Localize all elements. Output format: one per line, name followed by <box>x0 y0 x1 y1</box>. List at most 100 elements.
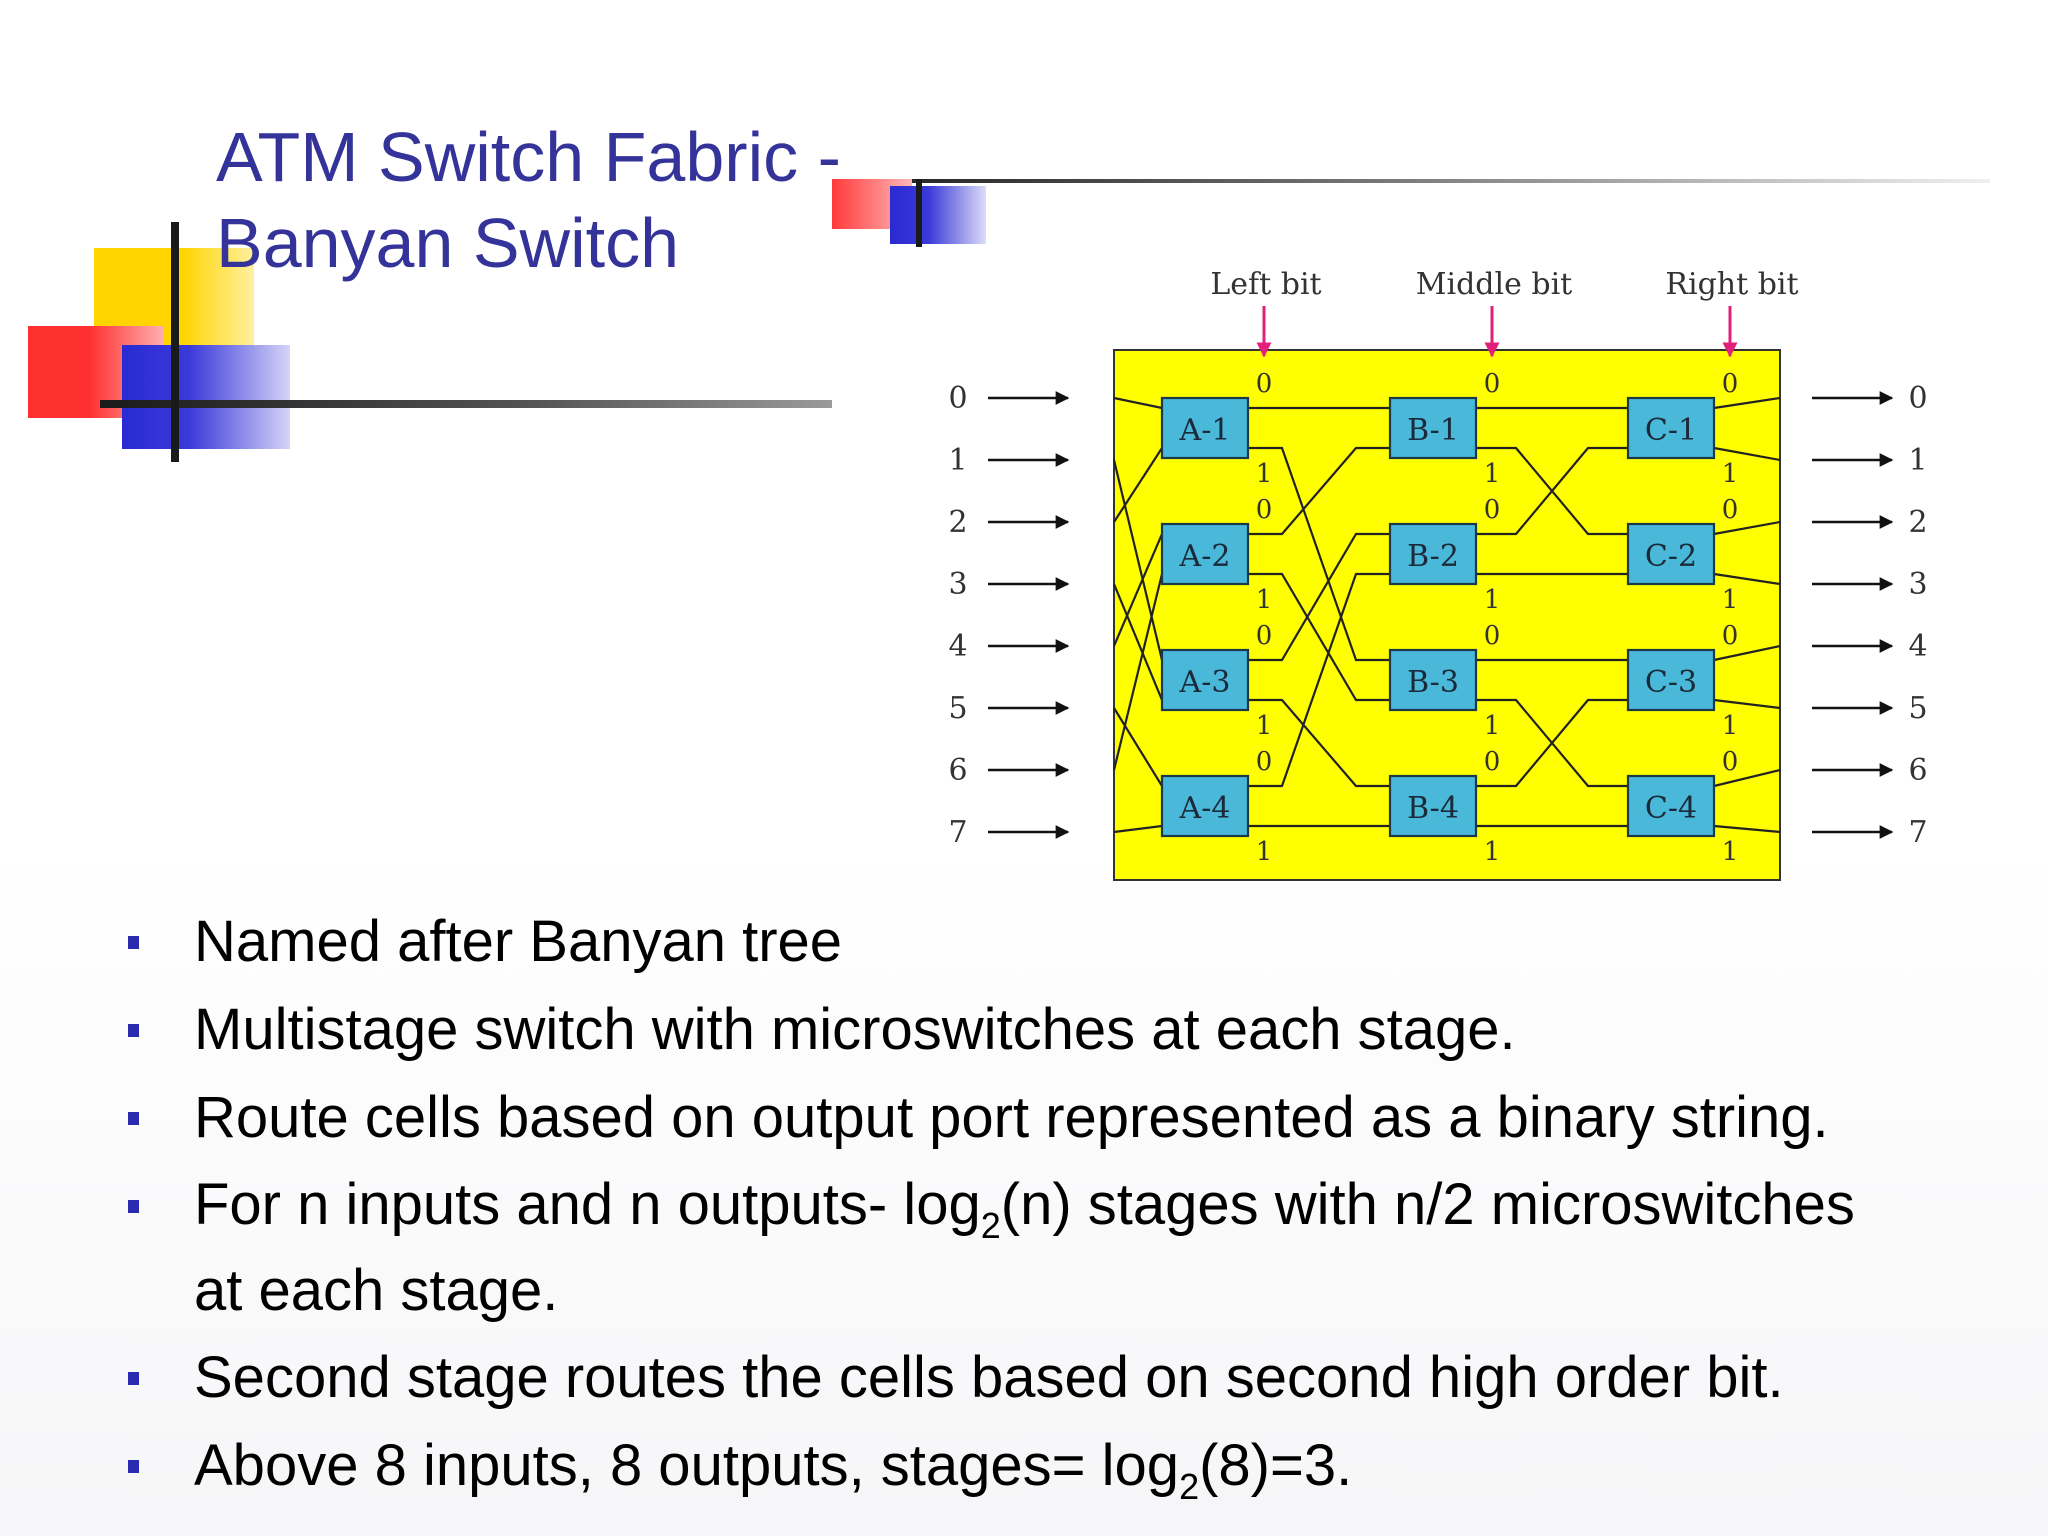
bullet-marker <box>128 1372 139 1385</box>
connection-line <box>1113 707 1163 787</box>
microswitch-label: A-3 <box>1179 665 1231 700</box>
microswitch-box <box>1160 396 1250 460</box>
microswitch-label: B-3 <box>1407 665 1459 700</box>
microswitch-box <box>1626 396 1716 460</box>
microswitch-box <box>1388 648 1478 712</box>
port-label-1: 1 <box>1484 585 1501 615</box>
input-port-label: 6 <box>948 753 967 788</box>
microswitch-box <box>1388 774 1478 838</box>
output-port-label: 6 <box>1908 753 1927 788</box>
bullet-text-part: (8)=3. <box>1199 1433 1353 1498</box>
connection-line <box>1112 533 1164 647</box>
microswitch-label: C-2 <box>1645 539 1697 574</box>
bullet-marker <box>128 1024 139 1037</box>
connection-line <box>1713 644 1781 662</box>
bit-header: Middle bit <box>1416 267 1572 302</box>
bullet-item: Multistage switch with microswitches at … <box>126 986 2026 1074</box>
output-port-label: 0 <box>1908 381 1927 416</box>
banyan-switch-diagram: A-101A-201A-301A-401B-101B-201B-301B-401… <box>948 267 1928 881</box>
input-port-label: 4 <box>948 629 967 664</box>
slide-title: ATM Switch Fabric - Banyan Switch <box>216 114 841 286</box>
subscript: 2 <box>980 1205 1001 1246</box>
port-label-0: 0 <box>1256 495 1273 525</box>
port-label-0: 0 <box>1722 747 1739 777</box>
connection-line <box>1713 698 1781 710</box>
bullet-item: For n inputs and n outputs- log2(n) stag… <box>126 1162 2026 1334</box>
port-label-0: 0 <box>1484 495 1501 525</box>
bullet-text-part: For n inputs and n outputs- log <box>194 1172 981 1237</box>
connection-line <box>1112 583 1164 701</box>
port-label-0: 0 <box>1256 621 1273 651</box>
port-label-0: 0 <box>1484 747 1501 777</box>
port-label-1: 1 <box>1484 837 1501 867</box>
microswitch-box <box>1160 648 1250 712</box>
bullet-text: Multistage switch with microswitches at … <box>194 997 1516 1062</box>
input-port-label: 7 <box>948 815 967 850</box>
microswitch-label: B-4 <box>1407 791 1459 826</box>
decor-mini-blue-square <box>890 186 986 244</box>
output-port-label: 2 <box>1908 505 1927 540</box>
slide-title-line-1: ATM Switch Fabric - <box>216 118 841 196</box>
connection-line <box>1248 532 1390 662</box>
output-port-label: 4 <box>1908 629 1927 664</box>
port-label-1: 1 <box>1256 837 1273 867</box>
input-port-label: 1 <box>948 443 967 478</box>
output-port-label: 1 <box>1908 443 1927 478</box>
bullet-text-part: Above 8 inputs, 8 outputs, stages= log <box>194 1433 1180 1498</box>
connection-line <box>1476 446 1628 536</box>
decor-mini-vertical-line <box>916 179 922 247</box>
microswitch-label: B-2 <box>1407 539 1459 574</box>
decor-blue-square <box>122 345 290 449</box>
port-label-1: 1 <box>1722 459 1739 489</box>
bullet-item: Named after Banyan tree <box>126 898 2026 986</box>
bit-header: Left bit <box>1210 267 1321 302</box>
bullet-text-part: (n) stages with n/2 microswitches <box>1000 1172 1855 1237</box>
microswitch-box <box>1160 522 1250 586</box>
connection-line <box>1713 520 1781 536</box>
microswitch-box <box>1626 774 1716 838</box>
bullet-list: Named after Banyan tree Multistage switc… <box>126 898 2026 1510</box>
port-label-0: 0 <box>1722 621 1739 651</box>
connection-line <box>1248 572 1390 788</box>
microswitch-label: C-4 <box>1645 791 1697 826</box>
connection-line <box>1113 447 1163 523</box>
microswitch-label: A-2 <box>1179 539 1231 574</box>
bullet-marker <box>128 1200 139 1213</box>
bit-header: Right bit <box>1665 267 1798 302</box>
decor-top-rule <box>880 179 1990 183</box>
bullet-item: Above 8 inputs, 8 outputs, stages= log2(… <box>126 1422 2026 1510</box>
connection-line <box>1713 768 1781 788</box>
connection-line <box>1713 572 1781 586</box>
microswitch-label: C-3 <box>1645 665 1697 700</box>
connection-line <box>1248 446 1390 662</box>
connection-line <box>1713 396 1781 410</box>
output-port-label: 7 <box>1908 815 1927 850</box>
bullet-item: Route cells based on output port represe… <box>126 1074 2026 1162</box>
input-port-label: 0 <box>948 381 967 416</box>
port-label-0: 0 <box>1484 621 1501 651</box>
bullet-marker <box>128 936 139 949</box>
connection-line <box>1248 698 1390 788</box>
bullet-item: Second stage routes the cells based on s… <box>126 1334 2026 1422</box>
port-label-0: 0 <box>1256 369 1273 399</box>
bullet-text: Above 8 inputs, 8 outputs, stages= log2(… <box>194 1422 2026 1510</box>
port-label-0: 0 <box>1256 747 1273 777</box>
decor-horizontal-line <box>100 400 832 408</box>
port-label-1: 1 <box>1256 459 1273 489</box>
microswitch-label: B-1 <box>1407 413 1459 448</box>
port-label-1: 1 <box>1256 711 1273 741</box>
slide-title-line-2: Banyan Switch <box>216 204 680 282</box>
connection-line <box>1248 446 1390 536</box>
port-label-1: 1 <box>1484 459 1501 489</box>
port-label-1: 1 <box>1722 585 1739 615</box>
bullet-text: Second stage routes the cells based on s… <box>194 1345 1784 1410</box>
connection-line <box>1476 698 1628 788</box>
input-port-label: 2 <box>948 505 967 540</box>
input-port-label: 5 <box>948 691 967 726</box>
microswitch-box <box>1388 522 1478 586</box>
microswitch-label: C-1 <box>1645 413 1697 448</box>
microswitch-box <box>1160 774 1250 838</box>
port-label-1: 1 <box>1256 585 1273 615</box>
bullet-marker <box>128 1112 139 1125</box>
port-label-1: 1 <box>1722 837 1739 867</box>
